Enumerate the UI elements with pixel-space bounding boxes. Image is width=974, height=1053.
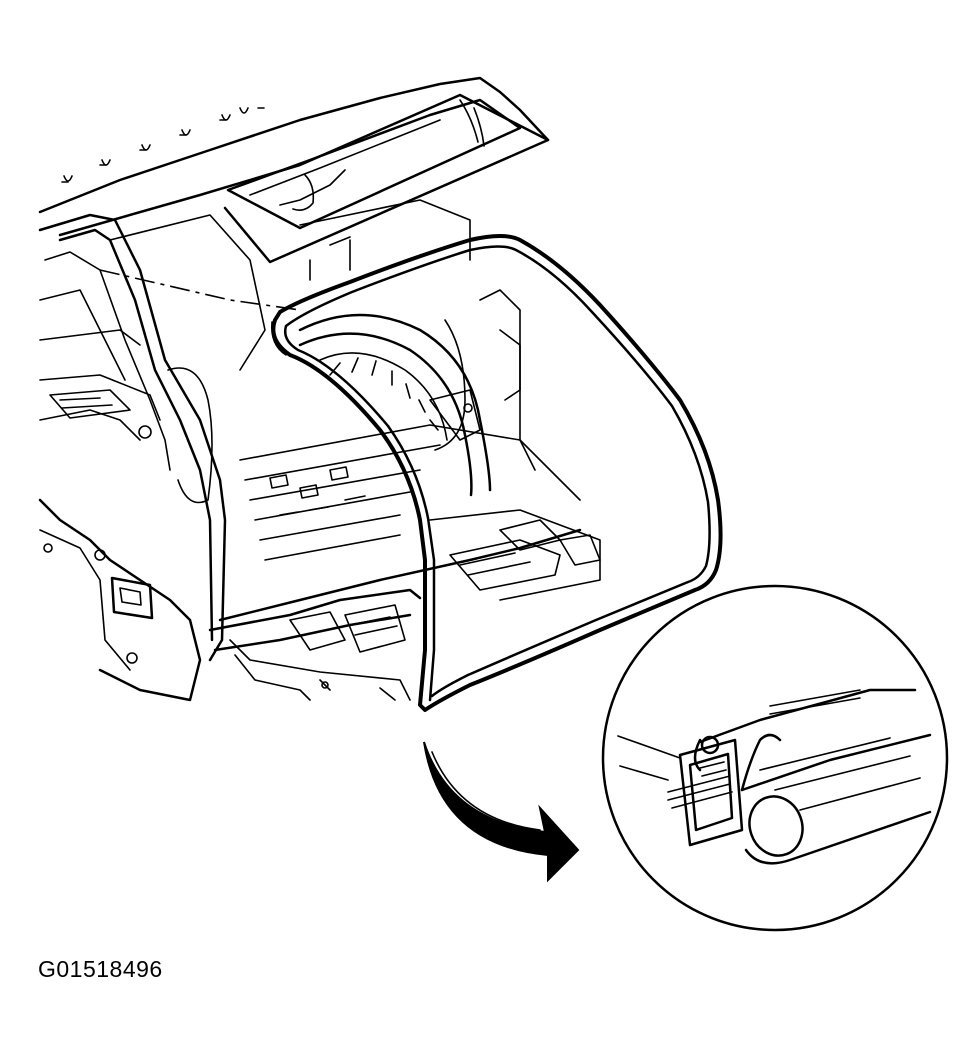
weatherstrip-seal: [270, 234, 723, 712]
seal-cross-section-detail: [601, 584, 949, 932]
figure-code: G01518496: [38, 956, 163, 982]
vehicle-body: [38, 76, 601, 702]
callout-arrow: [423, 741, 580, 883]
